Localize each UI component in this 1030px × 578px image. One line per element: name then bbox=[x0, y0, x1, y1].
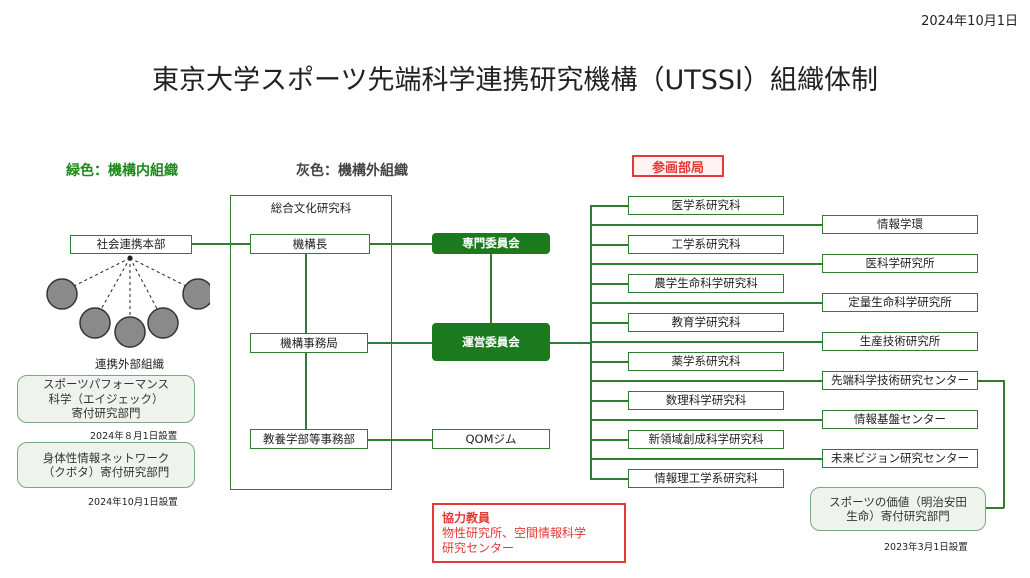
expert-committee-box: 専門委員会 bbox=[432, 233, 550, 254]
chair-sports-value-date: 2023年3月1日設置 bbox=[884, 542, 968, 553]
institute-box: 未来ビジョン研究センター bbox=[822, 449, 978, 468]
dept-box: 農学生命科学研究科 bbox=[628, 274, 784, 293]
institute-box: 情報学環 bbox=[822, 215, 978, 234]
dept-connector bbox=[590, 361, 628, 363]
dept-box: 薬学系研究科 bbox=[628, 352, 784, 371]
institute-box: 先端科学技術研究センター bbox=[822, 371, 978, 390]
institute-connector bbox=[590, 341, 822, 343]
external-org-circle bbox=[79, 307, 111, 339]
chair-sports-value: スポーツの価値（明治安田 生命）寄付研究部門 bbox=[810, 487, 986, 531]
dept-box: 数理科学研究科 bbox=[628, 391, 784, 410]
institute-box: 生産技術研究所 bbox=[822, 332, 978, 351]
institute-connector bbox=[590, 458, 822, 460]
dept-connector bbox=[590, 322, 628, 324]
external-org-circle bbox=[114, 316, 146, 348]
institute-box: 情報基盤センター bbox=[822, 410, 978, 429]
dept-connector bbox=[590, 244, 628, 246]
cooperating-faculty-body: 物性研究所、空間情報科学 研究センター bbox=[442, 526, 587, 555]
institute-box: 医科学研究所 bbox=[822, 254, 978, 273]
institute-box: 定量生命科学研究所 bbox=[822, 293, 978, 312]
admin-office-box: 教養学部等事務部 bbox=[250, 429, 368, 449]
institute-connector bbox=[590, 263, 822, 265]
dept-box: 情報理工学系研究科 bbox=[628, 469, 784, 488]
steering-committee-box: 運営委員会 bbox=[432, 323, 550, 361]
dept-connector bbox=[590, 205, 628, 207]
legend-participating: 参画部局 bbox=[632, 155, 724, 177]
line-steering-depts bbox=[550, 342, 590, 344]
dept-box: 新領域創成科学研究科 bbox=[628, 430, 784, 449]
line-admin-qom bbox=[368, 439, 432, 441]
legend-green: 緑色：機構内組織 bbox=[66, 163, 178, 179]
director-box: 機構長 bbox=[250, 234, 370, 254]
dept-connector bbox=[590, 478, 628, 480]
dept-box: 医学系研究科 bbox=[628, 196, 784, 215]
line-ast-to-chair-h2 bbox=[985, 507, 1004, 509]
line-ast-to-chair-vert bbox=[1003, 380, 1005, 508]
line-expert-steering bbox=[490, 254, 492, 324]
external-org-circle bbox=[46, 278, 78, 310]
cooperating-faculty-box: 協力教員 物性研究所、空間情報科学 研究センター bbox=[432, 503, 626, 563]
dept-connector bbox=[590, 400, 628, 402]
institute-connector bbox=[590, 224, 822, 226]
chair-embodied-network-date: 2024年10月1日設置 bbox=[88, 497, 178, 508]
line-ast-to-chair bbox=[978, 380, 1004, 382]
dept-connector bbox=[590, 439, 628, 441]
date-label: 2024年10月1日 bbox=[921, 14, 1018, 29]
external-org-circle bbox=[182, 278, 210, 310]
line-director-office bbox=[305, 254, 307, 334]
institute-connector bbox=[590, 380, 822, 382]
line-office-steering bbox=[368, 342, 432, 344]
line-social-director bbox=[192, 243, 250, 245]
institute-connector bbox=[590, 419, 822, 421]
page-title: 東京大学スポーツ先端科学連携研究機構（UTSSI）組織体制 bbox=[152, 65, 878, 96]
external-orgs-label: 連携外部組織 bbox=[95, 357, 164, 371]
line-office-admin bbox=[305, 352, 307, 430]
line-director-expert bbox=[370, 243, 432, 245]
legend-gray: 灰色：機構外組織 bbox=[296, 163, 408, 179]
dept-connector bbox=[590, 283, 628, 285]
social-collaboration-box: 社会連携本部 bbox=[70, 235, 192, 254]
office-box: 機構事務局 bbox=[250, 333, 368, 353]
external-orgs-diagram bbox=[46, 255, 210, 348]
dept-box: 教育学研究科 bbox=[628, 313, 784, 332]
cooperating-faculty-title: 協力教員 bbox=[442, 511, 491, 525]
dept-box: 工学系研究科 bbox=[628, 235, 784, 254]
chair-sports-performance-date: 2024年８月1日設置 bbox=[90, 431, 178, 442]
chair-embodied-network: 身体性情報ネットワーク （クボタ）寄付研究部門 bbox=[17, 442, 195, 488]
chair-sports-performance: スポーツパフォーマンス 科学（エイジェック） 寄付研究部門 bbox=[17, 375, 195, 423]
external-org-circle bbox=[147, 307, 179, 339]
institute-connector bbox=[590, 302, 822, 304]
qom-gym-box: QOMジム bbox=[432, 429, 550, 449]
center-group-label: 総合文化研究科 bbox=[270, 201, 352, 215]
